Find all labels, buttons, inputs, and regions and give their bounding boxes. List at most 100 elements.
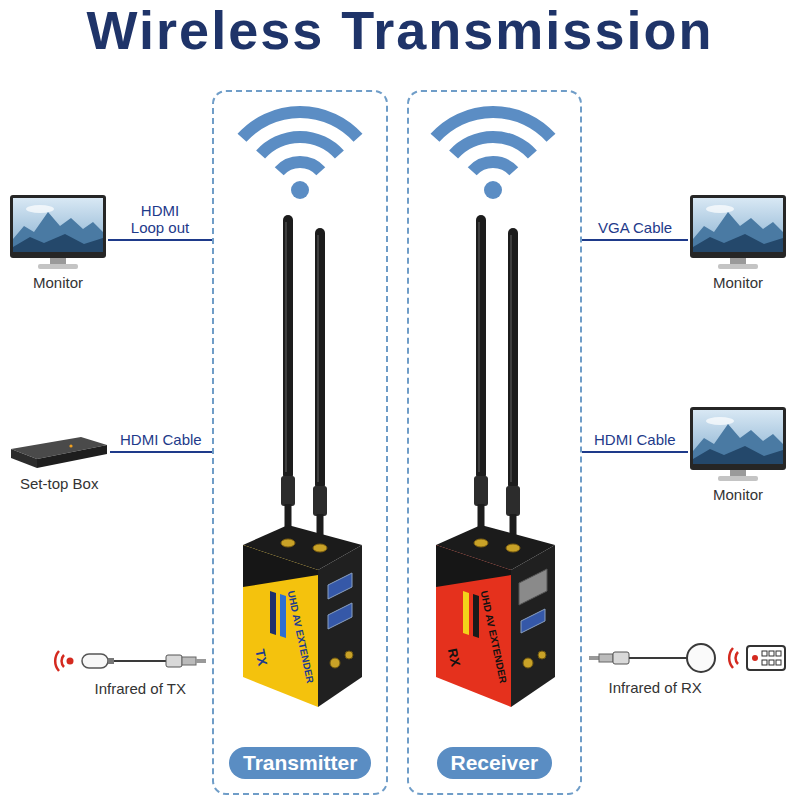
monitor-icon — [690, 195, 786, 270]
antenna-rod — [476, 215, 486, 480]
monitor-node: Monitor — [688, 195, 788, 294]
cloud — [706, 205, 734, 213]
wifi-icon — [242, 112, 551, 171]
remote-key — [769, 660, 774, 665]
mountain — [693, 234, 783, 252]
connector-line — [108, 239, 212, 241]
antenna-rod — [508, 228, 518, 490]
ir-head — [82, 654, 108, 668]
mountain — [13, 234, 103, 252]
edge-label: HDMI Cable — [118, 431, 204, 448]
connector-line — [582, 239, 688, 241]
mountain — [693, 212, 783, 252]
audio-jack — [345, 651, 353, 659]
monitor-icon — [10, 195, 106, 270]
cable — [629, 657, 687, 659]
monitor-screen — [693, 198, 783, 252]
wifi-arc — [279, 162, 321, 171]
monitor-screen — [693, 410, 783, 464]
extender-box: UHD AV EXTENDERTX — [240, 525, 365, 710]
monitor-base — [718, 264, 758, 269]
jack-tip — [589, 656, 599, 660]
mountain — [13, 212, 103, 252]
ir-wave — [55, 651, 59, 671]
box-front — [11, 449, 37, 468]
monitor-base — [38, 264, 78, 269]
remote-button — [752, 655, 758, 661]
antenna-joint — [474, 476, 488, 506]
region-box: TransmitterUHD AV EXTENDERTX — [212, 90, 388, 795]
device-label: Infrared of RX — [609, 679, 702, 697]
monitor-neck — [50, 258, 66, 265]
device-band — [436, 545, 511, 587]
device-label: Set-top Box — [20, 475, 98, 493]
audio-jack — [538, 651, 546, 659]
device-tag-text: TX — [252, 647, 270, 666]
device-tag — [280, 594, 286, 638]
wifi-arc — [261, 137, 340, 155]
device-front — [436, 545, 511, 707]
hdmi-port — [328, 573, 352, 599]
jack-body — [613, 652, 629, 664]
device-tag — [463, 591, 469, 635]
hdmi-port — [328, 603, 352, 629]
device-side — [511, 545, 555, 707]
infrared-node: Infrared of RX — [585, 642, 795, 699]
wifi-dot — [291, 181, 309, 199]
ir-transmitter-cable — [48, 645, 210, 677]
highlight-line — [510, 235, 512, 482]
audio-jack — [330, 658, 340, 668]
monitor-screen — [13, 198, 103, 252]
set-top-box-node: Set-top Box — [8, 437, 110, 495]
device-front — [243, 545, 318, 707]
antenna-nut — [313, 544, 327, 552]
extender-box: UHD AV EXTENDERRX — [433, 525, 558, 710]
monitor-icon — [690, 407, 786, 482]
antenna-nut — [506, 544, 520, 552]
ir-loop — [687, 644, 715, 672]
wifi-dot — [484, 181, 502, 199]
hdmi-port — [521, 609, 545, 633]
set-top-box-icon — [11, 437, 107, 469]
mountain — [693, 424, 783, 464]
jack-sleeve — [599, 654, 613, 662]
ir-dot — [67, 658, 74, 665]
device-side — [318, 545, 362, 707]
jack-body — [166, 655, 182, 667]
device-tag — [473, 594, 479, 638]
device-label: Infrared of TX — [95, 680, 186, 698]
extender-device — [240, 525, 365, 710]
monitor-frame — [10, 195, 106, 258]
jack-sleeve — [182, 657, 196, 665]
remote-key — [762, 651, 767, 656]
connector-line — [110, 451, 212, 453]
antenna-joint — [506, 486, 520, 516]
cloud — [706, 417, 734, 425]
remote-key — [776, 660, 781, 665]
antenna — [281, 215, 520, 548]
jack-tip — [196, 659, 206, 663]
monitor-node: Monitor — [8, 195, 108, 294]
antenna-rod — [283, 215, 293, 480]
edge-label: HDMI Cable — [592, 431, 678, 448]
highlight-line — [285, 222, 287, 472]
ir-receiver-cable — [585, 642, 795, 674]
highlight-line — [317, 235, 319, 482]
monitor-frame — [690, 407, 786, 470]
device-tag — [270, 591, 276, 635]
title: Wireless Transmission — [87, 0, 714, 60]
device-label: Monitor — [713, 274, 763, 292]
remote-key — [769, 651, 774, 656]
ir-neck — [108, 658, 114, 664]
extender-device — [433, 525, 558, 710]
region-box: ReceiverUHD AV EXTENDERRX — [407, 90, 582, 795]
wifi-arc — [435, 112, 551, 138]
wifi-arc — [242, 112, 358, 138]
highlight-line — [478, 222, 480, 472]
antenna-joint — [281, 476, 295, 506]
ir-wave — [62, 655, 64, 667]
mountain — [693, 446, 783, 464]
box-side — [37, 445, 107, 468]
remote-key — [762, 660, 767, 665]
